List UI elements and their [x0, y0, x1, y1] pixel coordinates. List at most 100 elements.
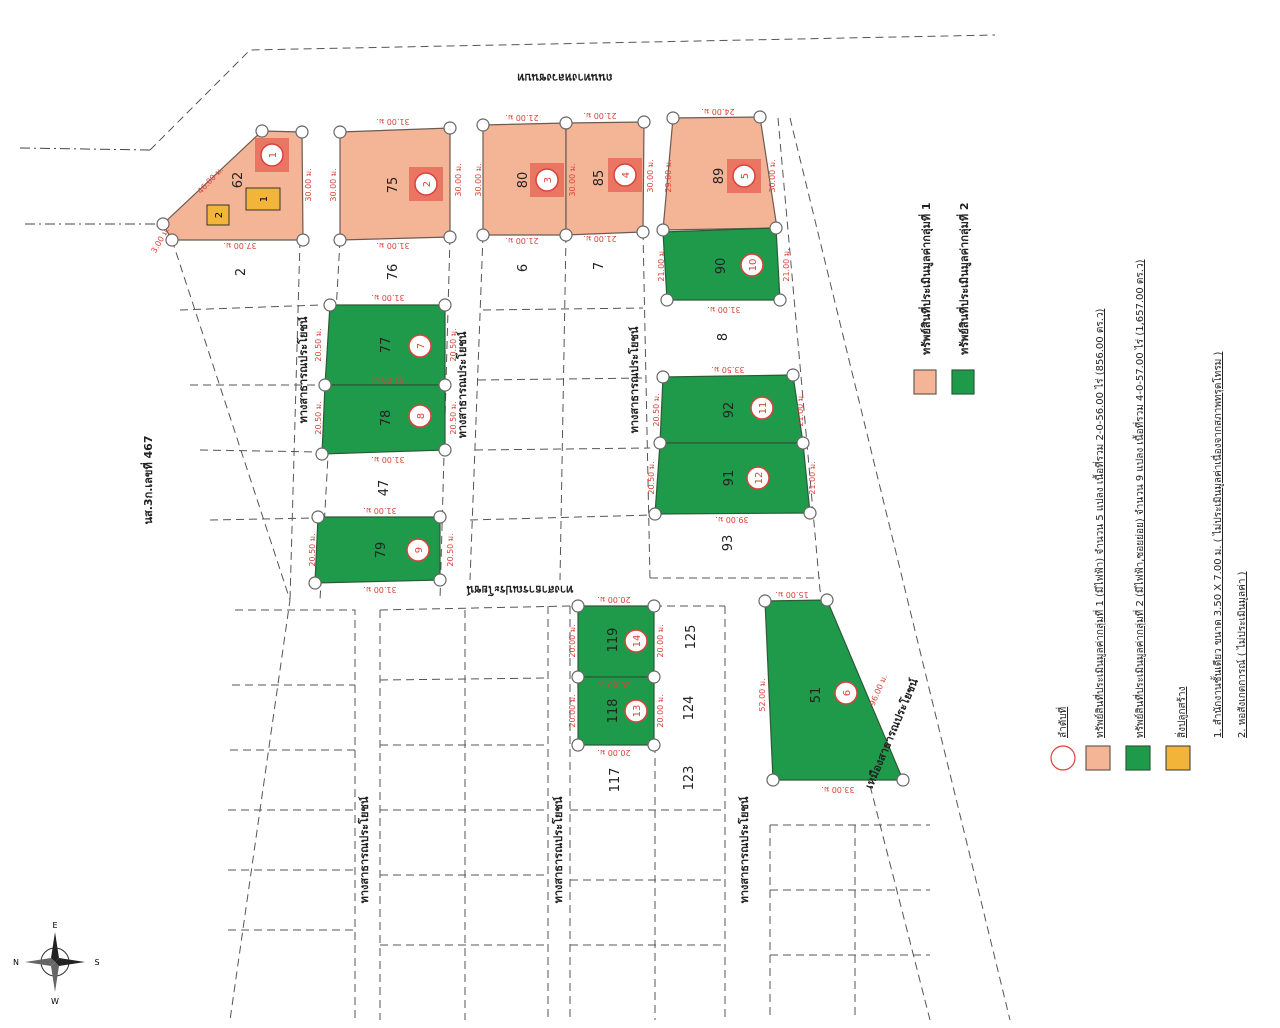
dimension-label: 30.00 ม.: [768, 159, 777, 192]
dimension-label: 20.00 ม.: [568, 624, 577, 657]
dimension-label: 31.00 ม.: [707, 305, 740, 314]
boundary-marker: [656, 370, 670, 384]
dimension-label: 20.50 ม.: [647, 461, 656, 494]
boundary-marker: [773, 293, 787, 307]
order-circle: 2: [414, 172, 438, 196]
boundary-marker: [438, 378, 452, 392]
order-number: 13: [632, 705, 643, 718]
parcel-number: 8: [716, 333, 731, 341]
group2-swatch: [951, 369, 975, 395]
dimension-label: 20.50 ม.: [446, 533, 455, 566]
boundary-marker: [333, 125, 347, 139]
order-circle: 3: [535, 168, 559, 192]
vertices: [156, 110, 910, 787]
order-circle: 4: [613, 163, 637, 187]
boundary-marker: [433, 510, 447, 524]
legend: ลำดับที่ ทรัพย์สินที่ประเมินมูลค่ากลุ่มท…: [1050, 259, 1248, 771]
dimension-label: 21.00 ม.: [505, 236, 538, 245]
order-number: 1: [268, 152, 279, 158]
parcel-number: 90: [714, 258, 729, 275]
dimension-label: 20.50 ม.: [314, 328, 323, 361]
dimension-label: 21.00 ม.: [583, 111, 616, 120]
order-circle: 11: [750, 396, 774, 420]
dimension-label: 31.00 ม.: [376, 241, 409, 250]
parcel-number: 85: [592, 170, 607, 187]
dimension-label: 20.50 ม.: [308, 533, 317, 566]
parcel-number: 117: [608, 768, 623, 793]
parcel-number: 89: [712, 168, 727, 185]
dimension-label: 21.00 ม.: [505, 113, 538, 122]
boundary-marker: [571, 599, 585, 613]
order-number: 11: [758, 402, 769, 415]
road-label: ทางสาธารณประโยชน์: [627, 326, 641, 433]
building-1[interactable]: [245, 187, 281, 211]
boundary-marker: [660, 293, 674, 307]
order-number: 2: [422, 181, 433, 187]
order-number: 8: [416, 413, 427, 419]
boundary-marker: [571, 670, 585, 684]
building-legend-swatch: [1165, 745, 1191, 771]
dimension-label: 31.00 ม.: [371, 293, 404, 302]
boundary-marker: [769, 221, 783, 235]
parcel-number: 75: [386, 177, 401, 194]
buildings: 1 2: [206, 187, 281, 226]
order-circle: 8: [408, 404, 432, 428]
building-label: 2: [214, 212, 225, 218]
legend-buildings-title: สิ่งปลูกสร้าง: [1174, 686, 1188, 738]
dimension-label: 20.00 ม.: [656, 694, 665, 727]
dimension-label: 31.00 ม.: [371, 455, 404, 464]
highway-label: ถนนทางหลวงชนบท: [517, 71, 612, 84]
boundary-marker: [311, 510, 325, 524]
order-number: 7: [416, 343, 427, 349]
order-circle: 7: [408, 334, 432, 358]
parcel-number: 76: [386, 264, 401, 281]
dimension-label: 20.00 ม.: [597, 748, 630, 757]
boundary-marker: [433, 573, 447, 587]
dimension-label: 52.00 ม.: [758, 678, 767, 711]
parcel-number: 118: [606, 699, 621, 724]
boundary-marker: [637, 115, 651, 129]
boundary-marker: [476, 118, 490, 132]
parcel-number: 51: [809, 687, 824, 704]
boundary-marker: [156, 217, 170, 231]
order-circle: 5: [732, 164, 756, 188]
parcel-number: 78: [379, 410, 394, 427]
dimension-label: 39.00 ม.: [715, 515, 748, 524]
order-number: 4: [621, 172, 632, 178]
boundary-marker: [559, 228, 573, 242]
parcel-number: 91: [722, 470, 737, 487]
boundary-marker: [315, 447, 329, 461]
road-label: ทางสาธารณประโยชน์: [737, 796, 751, 903]
map-legend: ทรัพย์สินที่ประเมินมูลค่ากลุ่มที่ 1 ทรัพ…: [913, 202, 975, 395]
road-label: ทางสาธารณประโยชน์: [357, 796, 371, 903]
building-2[interactable]: [206, 204, 230, 226]
boundary-marker: [666, 111, 680, 125]
parcel-number: 2: [234, 268, 249, 276]
dimension-label: 30.00 ม.: [646, 159, 655, 192]
boundary-marker: [656, 223, 670, 237]
dimension-label: 21.00 ม.: [782, 248, 791, 281]
dimension-label: 21.00 ม.: [808, 461, 817, 494]
dimension-label: 21.00 ม.: [796, 393, 805, 426]
boundary-marker: [438, 443, 452, 457]
boundary-marker: [333, 233, 347, 247]
road-label: ทางสาธารณประโยชน์: [455, 331, 469, 438]
order-number: 5: [740, 173, 751, 179]
dimension-label: 37.00 ม.: [223, 241, 256, 250]
dimension-label: 30.00 ม.: [474, 163, 483, 196]
compass-e: E: [52, 921, 57, 930]
parcel-number: 62: [231, 172, 246, 189]
parcel-number: 77: [379, 337, 394, 354]
dimension-label: 31.00 ม.: [363, 585, 396, 594]
dimension-label: 30.00 ม.: [454, 163, 463, 196]
boundary-marker: [896, 773, 910, 787]
order-circle: 12: [746, 466, 770, 490]
dimension-label: 20.50 ม.: [314, 401, 323, 434]
dimension-label: 33.00 ม.: [821, 785, 854, 794]
group2-legend-swatch: [1125, 745, 1151, 771]
order-number: 14: [632, 635, 643, 648]
parcel-number: 7: [592, 262, 607, 270]
parcel-number: 79: [374, 542, 389, 559]
parcel-number: 80: [516, 172, 531, 189]
